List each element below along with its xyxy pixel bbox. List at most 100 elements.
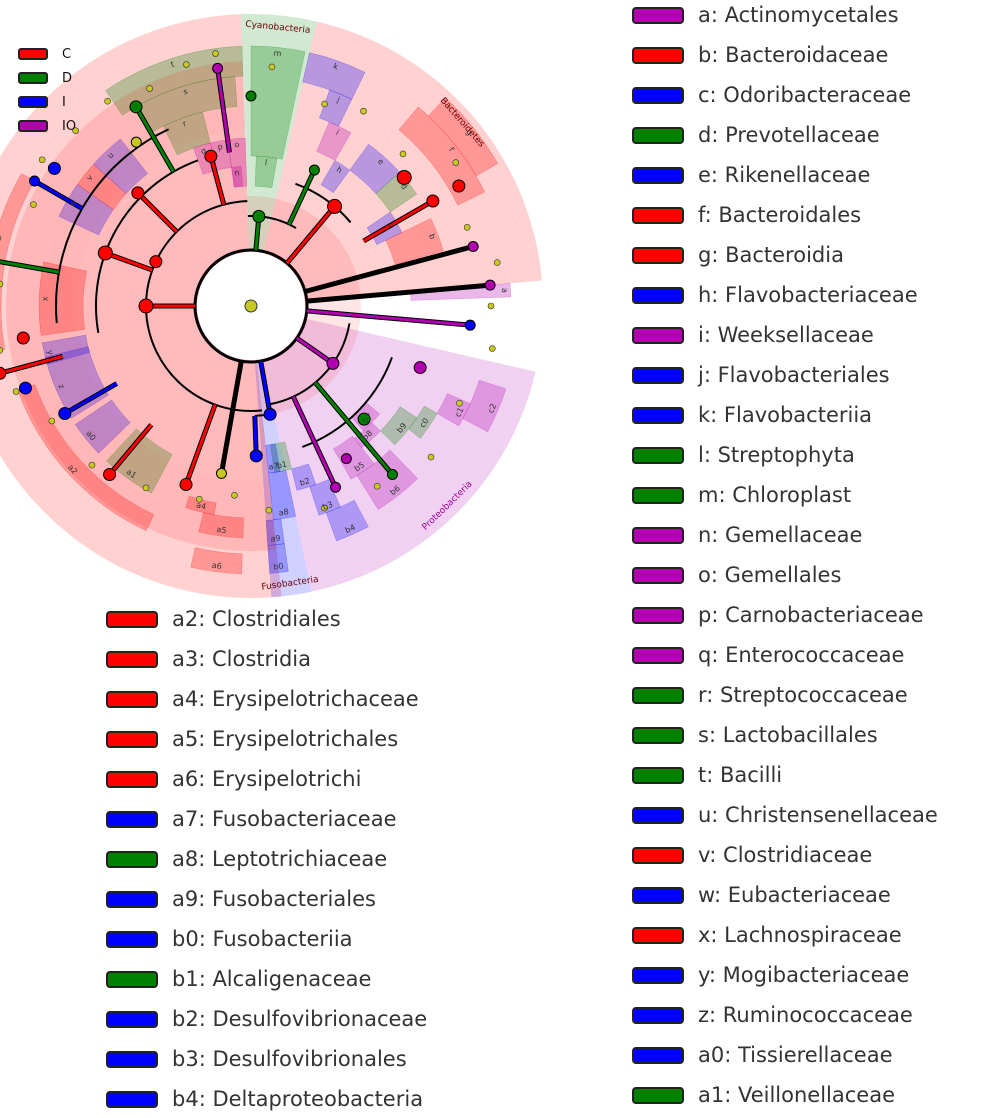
clade-node (327, 198, 343, 214)
legend-right-item-y: y: Mogibacteriaceae (632, 963, 909, 987)
phylum-wedge-proteobacteria (262, 318, 536, 592)
legend-swatch (632, 566, 684, 584)
clade-sector-b6 (356, 449, 419, 510)
clade-label-b: b (427, 232, 437, 240)
leaf-node (373, 482, 381, 490)
leaf-node (48, 417, 56, 425)
branch-spoke (184, 404, 217, 486)
legend-label: y: Mogibacteriaceae (698, 963, 910, 987)
legend-swatch (106, 730, 158, 748)
legend-right-item-m: m: Chloroplast (632, 483, 851, 507)
legend-label: j: Flavobacteriales (698, 363, 890, 387)
clade-label-a7: a7 (268, 461, 279, 471)
leaf-node (427, 453, 435, 461)
legend-label: u: Christensenellaceae (698, 803, 938, 827)
legend-right-item-j: j: Flavobacteriales (632, 363, 890, 387)
depth-band (5, 61, 277, 551)
clade-sector-b (385, 217, 444, 265)
clade-sector-b0 (267, 543, 289, 574)
class-label: I (62, 94, 66, 110)
clade-label-a5: a5 (216, 525, 227, 535)
clade-node (308, 164, 320, 176)
legend-label: t: Bacilli (698, 763, 783, 787)
depth-band (141, 195, 361, 416)
clade-sector-a1 (106, 428, 173, 494)
class-label: D (62, 70, 73, 86)
clade-node (129, 100, 143, 114)
clade-label-b2: b2 (299, 476, 311, 488)
legend-swatch (632, 46, 684, 64)
clade-label-a8: a8 (278, 507, 289, 517)
cladogram-nodes (0, 50, 501, 514)
class-swatch (18, 72, 48, 84)
clade-label-v: v (85, 173, 95, 183)
branch-spoke (108, 423, 153, 476)
clade-sector-t (105, 45, 244, 116)
legend-label: n: Gemellaceae (698, 523, 863, 547)
legend-label: a7: Fusobacteriaceae (172, 807, 397, 831)
leaf-node (399, 150, 407, 158)
clade-sector-b2 (291, 463, 317, 491)
branch-spoke (304, 245, 474, 293)
clade-sector-a5 (198, 512, 244, 539)
legend-swatch (632, 6, 684, 24)
legend-label: b0: Fusobacteriia (172, 927, 353, 951)
clade-sector-s (135, 76, 238, 134)
legend-swatch (632, 966, 684, 984)
clade-node (426, 194, 440, 208)
branch-spoke (33, 179, 83, 210)
legend-left-item-a6: a6: Erysipelotrichi (106, 767, 361, 791)
legend-swatch (632, 366, 684, 384)
legend-swatch (632, 446, 684, 464)
legend-swatch (632, 246, 684, 264)
leaf-node (488, 345, 496, 352)
leaf-node (12, 388, 20, 395)
clade-node (484, 279, 496, 291)
legend-swatch (632, 686, 684, 704)
class-label: C (62, 46, 72, 62)
clade-label-c0: c0 (418, 416, 431, 429)
clade-sector-r (162, 111, 211, 156)
leaf-node (487, 302, 495, 310)
legend-right-item-v: v: Clostridiaceae (632, 843, 872, 867)
legend-right-item-o: o: Gemellales (632, 563, 841, 587)
branch-arc (268, 323, 351, 406)
leaf-node (30, 201, 37, 208)
legend-label: p: Carnobacteriaceae (698, 603, 924, 627)
legend-left-item-b1: b1: Alcaligenaceae (106, 967, 371, 991)
legend-label: v: Clostridiaceae (698, 843, 873, 867)
leaf-node (0, 280, 4, 288)
cladogram-branches (0, 67, 491, 489)
phylum-wedge-bacteroidetes (263, 21, 542, 302)
clade-sector-b1 (270, 441, 292, 473)
clade-node (16, 331, 30, 345)
leaf-node (88, 461, 96, 469)
clade-label-a6: a6 (211, 561, 222, 571)
legend-label: x: Lachnospiraceae (698, 923, 902, 947)
clade-label-n: n (234, 168, 240, 177)
branch-spoke (306, 309, 471, 327)
clade-sector-e (349, 143, 400, 194)
clade-sector-o (227, 137, 248, 188)
clade-label-j: j (335, 95, 341, 105)
cladogram: FirmicutesCyanobacteriaBacteroidetesProt… (0, 14, 542, 598)
clade-label-b3: b3 (321, 500, 334, 512)
legend-label: h: Flavobacteriaceae (698, 283, 918, 307)
legend-label: g: Bacteroidia (698, 243, 844, 267)
legend-swatch (106, 1050, 158, 1068)
legend-right-item-i: i: Weeksellaceae (632, 323, 874, 347)
clade-sector-g (427, 97, 499, 177)
clade-node (179, 478, 193, 492)
clade-label-a4: a4 (195, 500, 207, 511)
clade-node (396, 169, 412, 185)
legend-swatch (632, 206, 684, 224)
legend-swatch (632, 806, 684, 824)
legend-label: b: Bacteroidaceae (698, 43, 889, 67)
clade-node (0, 366, 7, 380)
branch-spoke (285, 205, 336, 265)
branch-spoke (0, 355, 64, 375)
legend-label: a9: Fusobacteriales (172, 887, 376, 911)
clade-label-b4: b4 (344, 523, 357, 535)
legend-left-item-b3: b3: Desulfovibrionales (106, 1047, 407, 1071)
clade-node (131, 186, 145, 200)
